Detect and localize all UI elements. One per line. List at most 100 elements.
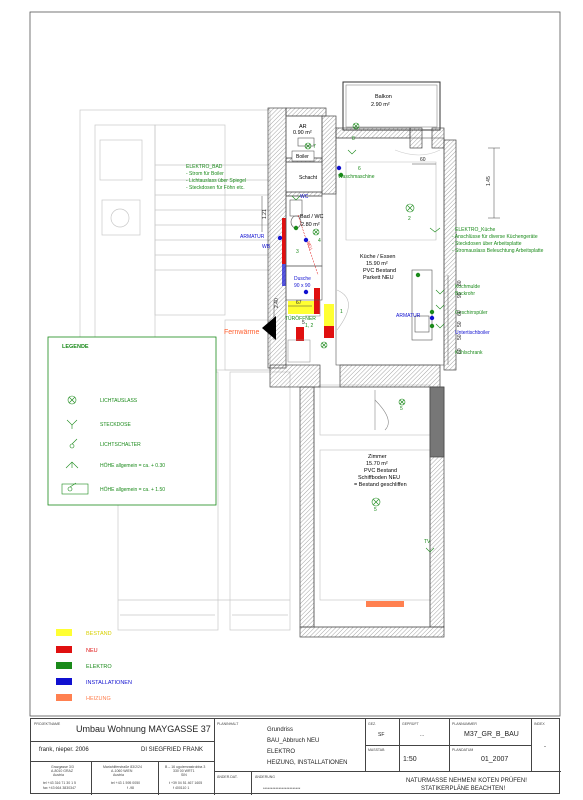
svg-text:80: 80	[457, 280, 463, 286]
svg-text:8: 8	[352, 136, 355, 142]
svg-text:5: 5	[374, 507, 377, 513]
svg-text:- Stromauslass Beleuchtung Arb: - Stromauslass Beleuchtung Arbeitsplatte	[452, 248, 544, 254]
bad-area: 2.80 m²	[301, 222, 320, 228]
svg-text:50: 50	[457, 321, 463, 327]
waschmaschine-label: Waschmaschine	[338, 174, 375, 180]
planinhalt-4: HEIZUNG, INSTALLATIONEN	[267, 760, 348, 766]
svg-text:3: 3	[296, 249, 299, 255]
schacht-label: Schacht	[299, 175, 318, 181]
warning-1: NATURMASSE NEHMEN! KOTEN PRÜFEN!	[406, 778, 527, 784]
index: -	[544, 744, 546, 750]
svg-text:1, 2: 1, 2	[305, 323, 314, 329]
massstab: 1:50	[403, 756, 417, 763]
neu-diagonal-label: NEU	[306, 241, 314, 251]
svg-text:60: 60	[420, 157, 426, 163]
svg-text:- Strom für Boiler: - Strom für Boiler	[186, 171, 224, 177]
svg-text:STECKDOSE: STECKDOSE	[100, 422, 132, 428]
note-elektro-bad: ELEKTRO_BAD - Strom für Boiler - Lichtau…	[186, 164, 246, 191]
svg-text:HEIZUNG: HEIZUNG	[86, 696, 111, 702]
planinhalt-1: Grundriss	[267, 727, 294, 733]
kueche-floor2: Parkett NEU	[363, 275, 394, 281]
kueche-label: Küche / Essen	[360, 254, 395, 260]
planinhalt-label: PLANINHALT	[217, 722, 239, 726]
svg-text:HÖHE allgemein = ca. + 0.30: HÖHE allgemein = ca. + 0.30	[100, 462, 165, 469]
armatur2-label: ARMATUR	[396, 313, 421, 319]
zimmer-floor3: = Bestand geschliffen	[354, 482, 407, 488]
swatch-elektro	[56, 662, 72, 669]
number-labels: 7 8 6 2 4 1 1, 2 3 5 5	[296, 136, 411, 513]
svg-text:- Steckdosen über Arbeitsplatt: - Steckdosen über Arbeitsplatte	[452, 241, 522, 247]
electrical-symbols	[291, 122, 445, 553]
zimmer-label: Zimmer	[368, 454, 387, 460]
wb-label: WB	[262, 244, 271, 250]
swatch-installationen	[56, 678, 72, 685]
neu-diagonal: NEU	[297, 214, 319, 276]
svg-text:60: 60	[457, 310, 463, 316]
geprueft: ...	[420, 732, 425, 738]
plannummer: M37_GR_B_BAU	[464, 731, 519, 738]
floor-plan: Balkon 2.90 m²	[29, 11, 561, 717]
gez: SF	[378, 732, 385, 738]
svg-text:90: 90	[457, 292, 463, 298]
title-block: PROJEKTNAME Umbau Wohnung MAYGASSE 37 fr…	[30, 718, 561, 795]
svg-text:7: 7	[313, 144, 316, 150]
svg-text:1.45: 1.45	[486, 176, 492, 186]
svg-text:- Anschlüsse für diverse Küche: - Anschlüsse für diverse Küchengeräte	[452, 234, 538, 240]
svg-text:4: 4	[318, 238, 321, 244]
svg-text:6: 6	[358, 166, 361, 172]
sheet-frame	[29, 11, 561, 717]
kuehlschrank-label: Kühlschrank	[455, 350, 483, 356]
dusche-label: Dusche	[294, 276, 311, 282]
kochmulde-label: Kochmulde	[455, 284, 480, 290]
svg-text:HÖHE allgemein = ca. + 1.50: HÖHE allgemein = ca. + 1.50	[100, 486, 165, 493]
kueche-area: 15.90 m²	[366, 261, 388, 267]
svg-text:2: 2	[408, 216, 411, 222]
projektname-label: PROJEKTNAME	[34, 722, 61, 726]
projektname: Umbau Wohnung MAYGASSE 37	[76, 724, 211, 734]
untertischboiler-label: Untertischboiler	[455, 330, 490, 336]
balkon-area: 2.90 m²	[371, 102, 390, 108]
backrohr-label: Backrohr	[455, 291, 475, 297]
svg-text:2.40: 2.40	[274, 298, 280, 308]
boiler-box	[291, 150, 315, 162]
zimmer-area: 15.70 m²	[366, 461, 388, 467]
architect: DI SIEGFRIED FRANK	[141, 747, 204, 753]
dimensions	[261, 147, 500, 365]
kueche-floor1: PVC Bestand	[363, 268, 396, 274]
armatur-label: ARMATUR	[240, 234, 265, 240]
svg-text:5: 5	[302, 320, 305, 326]
wc-label: WC	[300, 194, 309, 200]
svg-text:5: 5	[400, 406, 403, 412]
swatch-bestand	[56, 629, 72, 636]
geschirrspueler-label: Geschirrspüler	[455, 310, 488, 316]
balkon-label: Balkon	[375, 94, 392, 100]
svg-text:BESTAND: BESTAND	[86, 631, 112, 637]
dimension-texts: 60 1.45 1.21 2.40 67 80 90 60 50 50 60 5	[262, 157, 492, 354]
boiler-label: Boiler	[296, 154, 309, 160]
plandatum: 01_2007	[481, 756, 509, 763]
svg-text:- Lichtauslass über Spiegel: - Lichtauslass über Spiegel	[186, 178, 246, 184]
svg-text:NEU: NEU	[86, 648, 98, 654]
warning-2: STATIKERPLÄNE BEACHTEN!	[421, 786, 506, 792]
electrical-dots	[293, 172, 435, 329]
svg-text:ELEKTRO_BAD: ELEKTRO_BAD	[186, 164, 223, 170]
ar-label: AR	[299, 124, 307, 130]
svg-text:67: 67	[296, 300, 302, 306]
color-legend: BESTAND NEU ELEKTRO INSTALLATIONEN HEIZU…	[56, 629, 132, 702]
svg-text:ELEKTRO_Küche: ELEKTRO_Küche	[455, 227, 496, 233]
zimmer-floor1: PVC Bestand	[364, 468, 397, 474]
new-elements	[282, 218, 404, 607]
zimmer-floor2: Schiffboden NEU	[358, 475, 400, 481]
svg-text:60: 60	[457, 348, 463, 354]
svg-text:LICHTSCHALTER: LICHTSCHALTER	[100, 442, 141, 448]
planinhalt-3: ELEKTRO	[267, 749, 296, 755]
installation-dots	[277, 165, 435, 321]
svg-text:1: 1	[340, 309, 343, 315]
planinhalt-2: BAU_Abbruch NEU	[267, 738, 320, 744]
svg-text:50: 50	[457, 334, 463, 340]
svg-text:INSTALLATIONEN: INSTALLATIONEN	[86, 680, 132, 686]
aenderung: ************************	[263, 786, 301, 791]
note-elektro-kueche: ELEKTRO_Küche - Anschlüsse für diverse K…	[452, 227, 544, 254]
svg-text:1.21: 1.21	[262, 209, 268, 219]
dusche-size: 90 x 90	[294, 283, 311, 289]
